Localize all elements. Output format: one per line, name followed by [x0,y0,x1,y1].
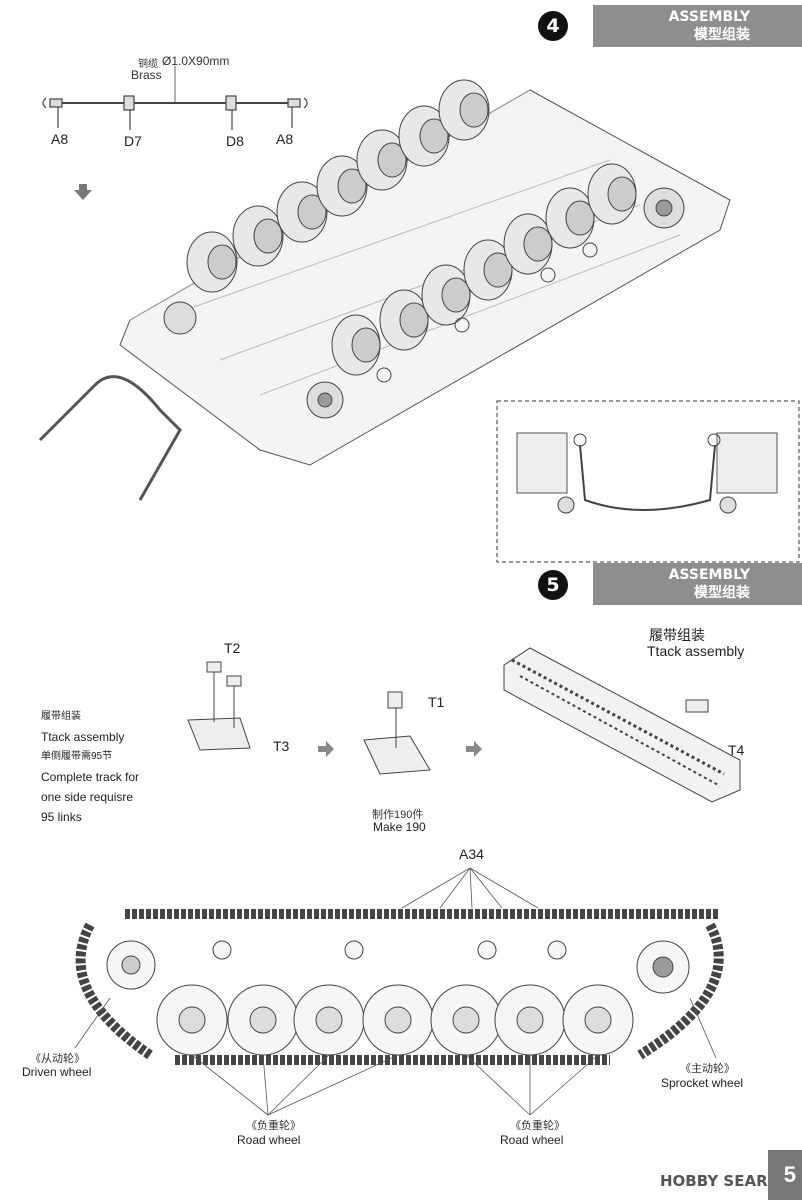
wire-material-en: Brass [131,68,162,82]
road-wheel-left-zh: 《负重轮》 [246,1120,301,1132]
arrow-down-icon [74,184,92,200]
note-line-1: 履带组装 [41,711,81,722]
step-4-banner: ASSEMBLY 模型组装 [593,5,802,47]
step-4-number: 4 [538,11,568,41]
step-5-title-en: ASSEMBLY [668,567,750,583]
detail-inset [496,400,800,563]
track-notes: 履带组装 Ttack assembly 单侧履带需95节 Complete tr… [41,707,139,827]
track-link-parts [187,661,431,775]
part-label-t3: T3 [273,738,290,754]
track-assembly-title-zh: 履带组装 [649,627,705,643]
arrow-right-icon [318,741,334,757]
step-4-title-en: ASSEMBLY [668,9,750,25]
note-line-4: Complete track for [41,770,140,784]
page-number: 5 [768,1150,802,1200]
sprocket-wheel-en: Sprocket wheel [661,1076,744,1090]
step-5-number: 5 [538,570,568,600]
part-label-t2: T2 [224,640,241,656]
part-label-t4: T4 [728,742,745,758]
assembled-track-run [503,647,741,803]
note-line-5: one side requisre [41,790,134,804]
part-label-d8: D8 [226,133,244,149]
step-5-title-zh: 模型组装 [694,585,750,601]
arrow-right-icon [466,741,482,757]
lower-road-wheels [163,163,685,419]
part-label-a8-left: A8 [51,131,69,147]
part-label-a34: A34 [459,846,484,862]
make-count-en: Make 190 [373,820,426,834]
road-wheel-left-en: Road wheel [237,1133,301,1147]
leader-lines [74,867,717,1116]
step-4-title-zh: 模型组装 [694,27,750,43]
road-wheel-right-zh: 《负重轮》 [510,1120,565,1132]
driven-wheel-en: Driven wheel [22,1065,92,1079]
watermark: HOBBY SEARCH [660,1172,792,1190]
road-wheel-right-en: Road wheel [500,1133,564,1147]
step-5-banner: ASSEMBLY 模型组装 [593,563,802,605]
note-line-3: 单侧履带需95节 [41,751,113,762]
upper-road-wheels [186,79,490,293]
note-line-6: 95 links [41,810,82,824]
full-track-diagram [75,909,724,1065]
tow-cable [38,375,182,501]
driven-wheel-zh: 《从动轮》 [30,1053,85,1065]
part-label-d7: D7 [124,133,142,149]
note-line-2: Ttack assembly [41,730,125,744]
make-count-zh: 制作190件 [372,809,424,821]
wire-material-zh: 铜缆 [138,59,158,70]
brass-wire-diagram [42,66,308,130]
track-assembly-title-en: Ttack assembly [647,643,745,659]
wire-size: Ø1.0X90mm [162,54,230,68]
part-label-a8-right: A8 [276,131,294,147]
part-label-t1: T1 [428,694,445,710]
sprocket-wheel-zh: 《主动轮》 [680,1063,735,1075]
